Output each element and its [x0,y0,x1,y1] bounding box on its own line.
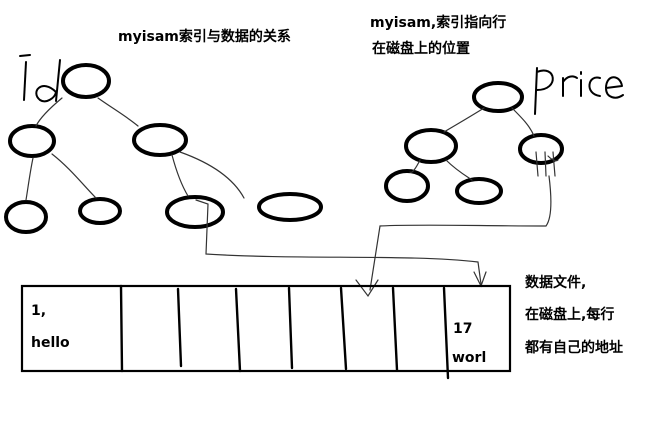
price-node-scribble [535,151,559,177]
note-line1: 数据文件, [525,274,586,291]
cell-last-line1: 17 [453,321,472,337]
note-line2: 在磁盘上,每行 [525,306,614,323]
id-tree-leaf-3 [165,195,225,229]
cell-first-line2: hello [31,335,70,351]
data-file-rows [20,284,512,380]
price-tree-leaf-2 [455,177,503,205]
cell-last-line2: worl [452,350,486,366]
title-right-line1: myisam,索引指向行 [370,14,506,31]
handwritten-id-label [19,54,61,103]
id-tree-leaf-2 [78,197,122,225]
price-leaf-pointer-line [369,175,552,291]
cell-first-line1: 1, [31,303,46,319]
price-tree-node-right [518,133,564,165]
id-tree-leaf-4 [257,192,323,222]
id-tree-node-left [8,124,56,158]
price-tree-edges [409,107,535,181]
note-line3: 都有自己的地址 [524,339,623,356]
price-tree-root-node [472,81,524,113]
id-tree-edges [25,97,245,201]
price-pointer-arrowhead [355,279,379,298]
handwritten-price-label [534,67,624,115]
title-left: myisam索引与数据的关系 [118,28,291,45]
id-tree-root-node [61,63,111,99]
id-leaf-pointer-line [195,199,482,285]
price-tree-node-left [404,128,458,164]
price-tree-leaf-1 [384,169,430,203]
title-right-line2: 在磁盘上的位置 [372,40,470,57]
id-tree-node-right [132,123,188,157]
id-tree-leaf-1 [4,200,48,234]
